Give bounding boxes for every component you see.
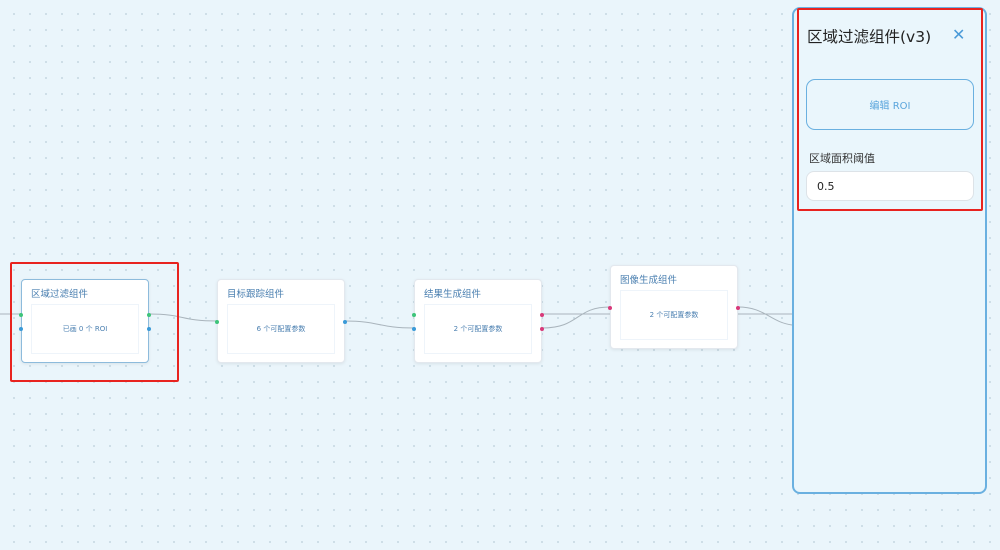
node-target-tracking[interactable]: 目标跟踪组件 6 个可配置参数 — [215, 279, 347, 363]
edit-roi-button[interactable]: 编辑 ROI — [806, 79, 974, 130]
node-body: 2 个可配置参数 — [620, 290, 728, 340]
area-threshold-label: 区域面积阈值 — [809, 152, 875, 165]
close-icon[interactable]: ✕ — [952, 25, 966, 44]
output-port[interactable] — [540, 313, 544, 317]
area-threshold-input[interactable] — [806, 171, 974, 201]
input-port[interactable] — [19, 327, 23, 331]
node-body: 已画 0 个 ROI — [31, 304, 139, 354]
node-body: 6 个可配置参数 — [227, 304, 335, 354]
edge — [148, 313, 218, 322]
input-port[interactable] — [19, 313, 23, 317]
output-port[interactable] — [147, 327, 151, 331]
edge — [541, 306, 611, 329]
node-title: 结果生成组件 — [424, 289, 482, 300]
output-port[interactable] — [540, 327, 544, 331]
input-port[interactable] — [412, 327, 416, 331]
output-port[interactable] — [736, 306, 740, 310]
input-port[interactable] — [608, 306, 612, 310]
edge — [344, 320, 415, 329]
input-port[interactable] — [215, 320, 219, 324]
node-result-generation[interactable]: 结果生成组件 2 个可配置参数 — [412, 279, 544, 363]
output-port[interactable] — [343, 320, 347, 324]
node-region-filter[interactable]: 区域过滤组件 已画 0 个 ROI — [19, 279, 151, 363]
panel-title: 区域过滤组件(v3) — [807, 28, 932, 46]
input-port[interactable] — [412, 313, 416, 317]
node-title: 目标跟踪组件 — [227, 289, 285, 300]
node-body: 2 个可配置参数 — [424, 304, 532, 354]
edge — [737, 306, 793, 326]
node-title: 区域过滤组件 — [31, 289, 89, 300]
node-image-generation[interactable]: 图像生成组件 2 个可配置参数 — [608, 265, 740, 349]
node-title: 图像生成组件 — [620, 275, 678, 286]
properties-panel: 区域过滤组件(v3) ✕ 编辑 ROI 区域面积阈值 — [792, 7, 987, 494]
output-port[interactable] — [147, 313, 151, 317]
